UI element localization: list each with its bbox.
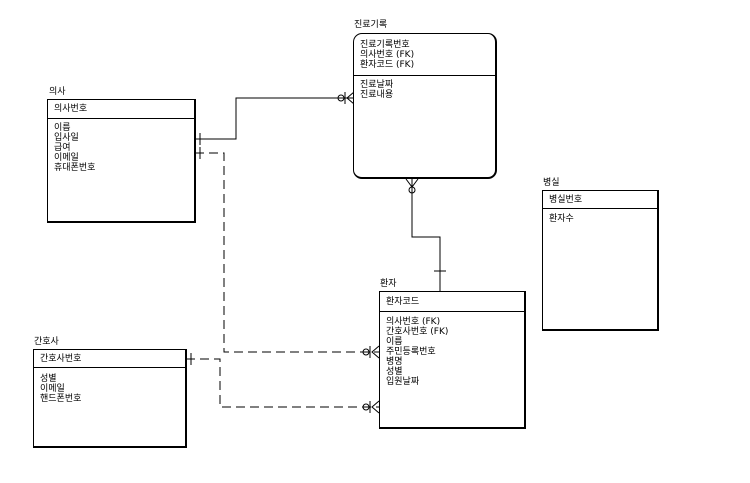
attribute: 진료내용 bbox=[360, 90, 394, 100]
rel-doctor-record-crowfoot bbox=[346, 91, 355, 105]
entity-doctor[interactable]: 의사번호 이름 입사일 급여 이메일 휴대폰번호 bbox=[47, 99, 196, 223]
attribute: 이메일 bbox=[40, 384, 65, 394]
rel-nurse-patient-zero-mark bbox=[362, 403, 370, 411]
attribute: 이메일 bbox=[54, 153, 79, 163]
entity-title-room: 병실 bbox=[543, 178, 560, 188]
entity-nurse[interactable]: 간호사번호 성별 이메일 핸드폰번호 bbox=[33, 349, 187, 448]
attribute: 의사번호 (FK) bbox=[386, 317, 441, 327]
entity-doctor-keys: 의사번호 bbox=[48, 100, 194, 119]
entity-patient[interactable]: 환자코드 의사번호 (FK) 간호사번호 (FK) 이름 주민등록번호 병명 성… bbox=[379, 291, 526, 429]
entity-record-keys: 진료기록번호 의사번호 (FK) 환자코드 (FK) bbox=[354, 34, 495, 76]
entity-doctor-attributes: 이름 입사일 급여 이메일 휴대폰번호 bbox=[48, 119, 194, 173]
entity-title-record: 진료기록 bbox=[354, 20, 388, 30]
entity-title-doctor: 의사 bbox=[49, 87, 66, 97]
key-attribute: 진료기록번호 bbox=[360, 40, 410, 50]
rel-record-patient-line bbox=[411, 178, 441, 291]
key-attribute: 병실번호 bbox=[549, 195, 583, 205]
attribute: 입사일 bbox=[54, 133, 79, 143]
rel-doctor-record-line bbox=[195, 97, 354, 140]
entity-nurse-keys: 간호사번호 bbox=[34, 350, 185, 368]
entity-record-attributes: 진료날짜 진료내용 bbox=[354, 76, 495, 100]
entity-room-keys: 병실번호 bbox=[543, 191, 657, 209]
entity-title-patient: 환자 bbox=[380, 279, 397, 289]
key-attribute: 간호사번호 bbox=[40, 354, 82, 364]
rel-record-patient-zero-mark bbox=[408, 186, 416, 194]
attribute: 성별 bbox=[386, 367, 403, 377]
entity-patient-keys: 환자코드 bbox=[380, 292, 524, 312]
key-attribute: 환자코드 bbox=[386, 297, 420, 307]
key-attribute: 환자코드 (FK) bbox=[360, 60, 415, 70]
rel-nurse-patient-line bbox=[186, 358, 379, 408]
attribute: 진료날짜 bbox=[360, 80, 394, 90]
attribute: 핸드폰번호 bbox=[40, 394, 82, 404]
entity-title-nurse: 간호사 bbox=[34, 337, 59, 347]
entity-nurse-attributes: 성별 이메일 핸드폰번호 bbox=[34, 368, 185, 404]
rel-doctor-patient-line bbox=[195, 152, 379, 353]
rel-doctor-patient-crowfoot bbox=[371, 345, 380, 359]
entity-record[interactable]: 진료기록번호 의사번호 (FK) 환자코드 (FK) 진료날짜 진료내용 bbox=[353, 33, 497, 179]
attribute: 환자수 bbox=[549, 214, 574, 224]
attribute: 휴대폰번호 bbox=[54, 163, 96, 173]
attribute: 입원날짜 bbox=[386, 377, 420, 387]
attribute: 이름 bbox=[54, 123, 71, 133]
rel-nurse-patient-crowfoot bbox=[371, 400, 380, 414]
rel-doctor-record-zero-mark bbox=[337, 94, 345, 102]
entity-room[interactable]: 병실번호 환자수 bbox=[542, 190, 659, 331]
attribute: 병명 bbox=[386, 357, 403, 367]
attribute: 간호사번호 (FK) bbox=[386, 327, 449, 337]
attribute: 급여 bbox=[54, 143, 71, 153]
attribute: 이름 bbox=[386, 337, 403, 347]
attribute: 주민등록번호 bbox=[386, 347, 436, 357]
key-attribute: 의사번호 (FK) bbox=[360, 50, 415, 60]
entity-patient-attributes: 의사번호 (FK) 간호사번호 (FK) 이름 주민등록번호 병명 성별 입원날… bbox=[380, 312, 524, 387]
key-attribute: 의사번호 bbox=[54, 104, 88, 114]
rel-doctor-patient-zero-mark bbox=[362, 348, 370, 356]
entity-room-attributes: 환자수 bbox=[543, 209, 657, 224]
attribute: 성별 bbox=[40, 374, 57, 384]
